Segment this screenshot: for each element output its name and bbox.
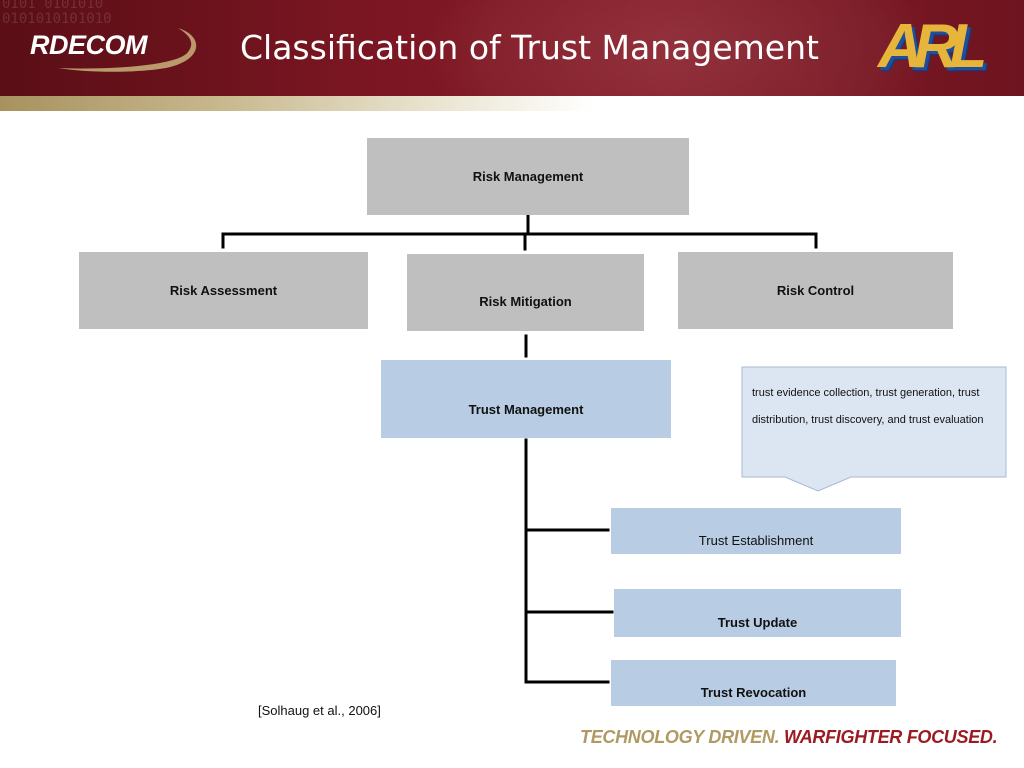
- risk-control-box: Risk Control: [678, 252, 953, 329]
- trust-management-label: Trust Management: [468, 401, 584, 417]
- risk-management-box: Risk Management: [367, 138, 689, 215]
- slide-header: 0101 0101010 0101010101010: [0, 0, 1024, 96]
- header-gold-stripe: [0, 96, 1024, 111]
- trust-update-label: Trust Update: [717, 614, 798, 630]
- risk-assessment-box: Risk Assessment: [79, 252, 368, 329]
- rdecom-logo-text: RDECOM: [30, 30, 148, 60]
- rdecom-logo: RDECOM: [28, 22, 203, 74]
- arl-logo: ARL: [878, 12, 987, 81]
- trust-establishment-box: Trust Establishment: [611, 508, 901, 554]
- trust-update-box: Trust Update: [614, 589, 901, 637]
- risk-mitigation-label: Risk Mitigation: [479, 294, 572, 309]
- callout-shape: [741, 366, 1007, 492]
- risk-management-label: Risk Management: [472, 169, 584, 184]
- trust-revocation-box: Trust Revocation: [611, 660, 896, 706]
- risk-assessment-label: Risk Assessment: [169, 283, 278, 298]
- citation: [Solhaug et al., 2006]: [258, 703, 381, 718]
- risk-control-label: Risk Control: [776, 283, 855, 298]
- slide-title: Classification of Trust Management: [240, 28, 819, 67]
- tagline-part1: TECHNOLOGY DRIVEN.: [580, 727, 780, 747]
- footer-tagline: TECHNOLOGY DRIVEN. WARFIGHTER FOCUSED.: [580, 727, 998, 748]
- trust-establishment-label: Trust Establishment: [698, 532, 814, 548]
- tagline-part2: WARFIGHTER FOCUSED.: [784, 727, 998, 747]
- callout-text: trust evidence collection, trust generat…: [752, 387, 984, 426]
- arl-logo-text: ARL: [878, 12, 987, 81]
- globe-watermark: [420, 0, 940, 96]
- trust-revocation-label: Trust Revocation: [700, 684, 807, 700]
- trust-management-box: Trust Management: [381, 360, 671, 438]
- binary-watermark: 0101 0101010 0101010101010: [2, 0, 112, 27]
- risk-mitigation-box: Risk Mitigation: [407, 254, 644, 331]
